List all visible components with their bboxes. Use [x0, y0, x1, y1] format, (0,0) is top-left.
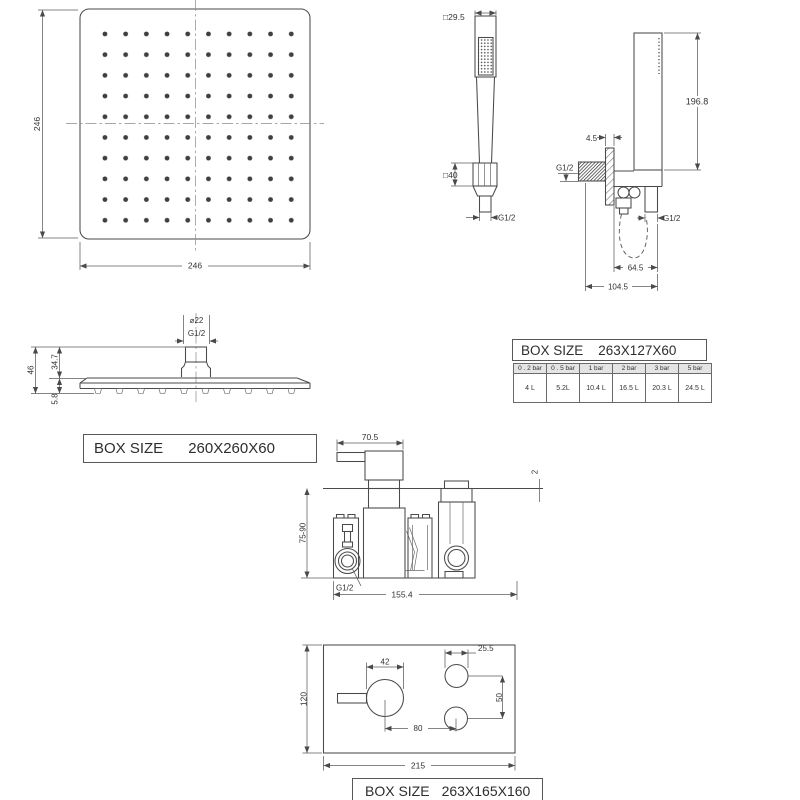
dim-stem-height: 34.7	[51, 354, 60, 370]
hand-shower-wand	[633, 32, 663, 171]
flow-rate-value-row: 4 L 5.2L 10.4 L 16.5 L 20.3 L 24.5 L	[513, 373, 712, 403]
hose-loop-dashed	[618, 213, 648, 259]
box-size-hand: BOX SIZE 263X127X60	[512, 339, 707, 361]
dim-plate-height: 5.8	[51, 393, 60, 405]
wall-plate	[604, 147, 615, 206]
flow-value: 10.4 L	[579, 373, 613, 403]
shower-head-side-view	[79, 346, 311, 394]
outlet-stub	[644, 185, 659, 213]
dim-outlet-offset: 64.5	[628, 264, 644, 273]
box-size-hand-label: BOX SIZE	[521, 342, 584, 358]
dim-inlet-offset: 104.5	[608, 283, 629, 292]
dim-inlet-thread: G1/2	[556, 164, 574, 173]
valve-dimensions	[301, 439, 540, 600]
pressure-header: 0 . 5 bar	[546, 363, 580, 374]
trim-plate-view	[322, 644, 516, 754]
hand-shower-head	[474, 15, 497, 78]
dim-button-gap: 50	[495, 693, 504, 702]
hand-shower-holder	[472, 162, 498, 187]
hand-shower-handle	[475, 76, 496, 164]
flow-value: 20.3 L	[645, 373, 679, 403]
flow-rate-table: 0 . 2 bar 0 . 5 bar 1 bar 2 bar 3 bar 5 …	[513, 363, 712, 403]
head-plate-edge	[79, 377, 311, 390]
box-size-head-value: 260X260X60	[188, 440, 275, 457]
button-top-circle	[444, 663, 469, 689]
dim-knob-diameter: 42	[381, 658, 390, 667]
head-nozzle-teeth	[94, 388, 296, 394]
shower-head-face-view	[79, 8, 311, 240]
flow-rate-header-row: 0 . 2 bar 0 . 5 bar 1 bar 2 bar 3 bar 5 …	[513, 363, 712, 374]
dim-trim-height: 120	[299, 692, 309, 706]
flow-value: 16.5 L	[612, 373, 646, 403]
valve-center-body	[362, 507, 406, 579]
pressure-header: 3 bar	[645, 363, 679, 374]
dim-knob-button-offset: 80	[414, 724, 423, 733]
knob-lever	[336, 692, 368, 704]
trim-plate-outline	[322, 644, 516, 754]
dim-hand-thread: G1/2	[498, 214, 516, 223]
box-size-valve-value: 263X165X160	[441, 783, 531, 799]
nozzle-dot-grid	[95, 24, 302, 231]
valve-handle	[336, 451, 366, 463]
dim-trim-width: 215	[411, 761, 425, 771]
box-size-valve: BOX SIZE 263X165X160	[352, 778, 543, 800]
dim-stem-diameter: ⌀22	[190, 316, 204, 325]
box-size-head-label: BOX SIZE	[94, 440, 164, 457]
dim-valve-thread: G1/2	[336, 584, 354, 593]
dim-hand-holder: □40	[443, 170, 458, 180]
hand-side-dimensions	[558, 32, 711, 291]
dim-head-total-height: 46	[27, 365, 36, 374]
dim-head-height: 246	[32, 117, 42, 131]
valve-front-view	[323, 450, 543, 579]
head-stem	[184, 346, 208, 363]
dim-stem-thread: G1/2	[188, 329, 206, 338]
pressure-header: 1 bar	[579, 363, 613, 374]
box-size-valve-label: BOX SIZE	[365, 783, 430, 799]
dim-valve-top-width: 70.5	[362, 432, 379, 442]
hand-shower-front-view	[472, 15, 498, 213]
hand-shower-side-view	[577, 32, 663, 215]
dim-outlet-thread: G1/2	[663, 214, 681, 223]
dim-wand-length: 196.8	[686, 97, 709, 107]
flow-value: 5.2L	[546, 373, 580, 403]
dim-button-diameter: 25.5	[478, 644, 494, 653]
dim-plate-thickness: 4.5	[586, 134, 598, 143]
pressure-header: 2 bar	[612, 363, 646, 374]
box-size-hand-value: 263X127X60	[598, 342, 677, 358]
hand-front-dimensions	[451, 10, 498, 221]
head-face-dimensions	[38, 9, 311, 270]
pressure-header: 5 bar	[678, 363, 712, 374]
valve-diverter-circle	[443, 545, 470, 571]
inlet-nipple	[577, 161, 607, 182]
dim-valve-depth: 75-90	[299, 522, 308, 543]
box-size-head: BOX SIZE 260X260X60	[83, 434, 317, 463]
dim-hand-head: □29.5	[443, 12, 465, 22]
dim-head-width: 246	[188, 261, 202, 271]
dim-wall-thickness: 2	[531, 469, 540, 474]
shower-head-outline	[79, 8, 311, 240]
trim-plate-dimensions	[302, 644, 516, 771]
pressure-header: 0 . 2 bar	[513, 363, 547, 374]
flow-value: 24.5 L	[678, 373, 712, 403]
head-side-dimensions	[31, 315, 218, 394]
valve-cartridge-head	[364, 450, 404, 481]
flow-value: 4 L	[513, 373, 547, 403]
valve-inlet-circle	[334, 547, 361, 575]
valve-right-port	[407, 517, 433, 579]
dim-valve-width: 155.4	[391, 590, 413, 600]
hand-shower-face	[477, 36, 494, 76]
